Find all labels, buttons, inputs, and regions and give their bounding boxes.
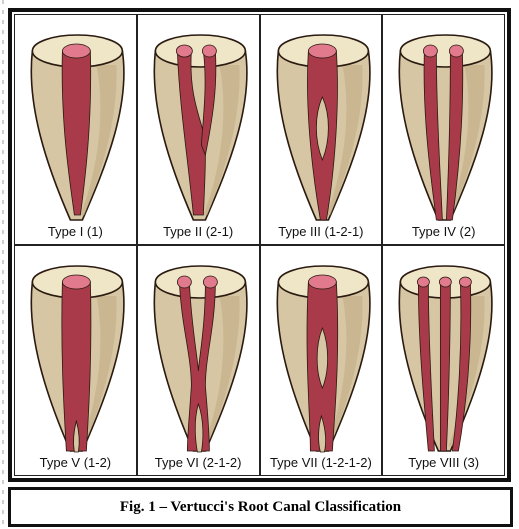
panel-type-4: Type IV (2) [382, 14, 505, 245]
tooth-drawing [154, 35, 247, 220]
panel-label: Type V (1-2) [15, 455, 136, 470]
panel-type-3: Type III (1-2-1) [260, 14, 383, 245]
canal-orifice [62, 275, 90, 289]
tooth-drawing [277, 35, 370, 220]
tooth-illustration [261, 246, 384, 477]
tooth-drawing [31, 35, 124, 220]
tooth-illustration [383, 246, 506, 477]
tooth-drawing [277, 266, 370, 452]
figure-caption: Fig. 1 – Vertucci's Root Canal Classific… [11, 499, 510, 516]
tooth-illustration [15, 246, 138, 477]
canal-orifice [177, 276, 191, 288]
panel-type-5: Type V (1-2) [14, 245, 137, 476]
tooth-illustration [261, 15, 384, 246]
canal-orifice [62, 44, 90, 58]
canal-orifice [418, 277, 430, 287]
panel-label: Type II (2-1) [138, 224, 259, 239]
panel-type-2: Type II (2-1) [137, 14, 260, 245]
panel-type-8: Type VIII (3) [382, 245, 505, 476]
panel-label: Type IV (2) [383, 224, 504, 239]
classification-grid: Type I (1)Type II (2-1)Type III (1-2-1)T… [14, 14, 505, 476]
canal-orifice [176, 45, 192, 57]
canal-orifice [440, 277, 452, 287]
crown-surface [155, 35, 245, 67]
figure-frame: Type I (1)Type II (2-1)Type III (1-2-1)T… [8, 8, 511, 482]
panel-label: Type VIII (3) [383, 455, 504, 470]
tooth-illustration [383, 15, 506, 246]
panel-label: Type III (1-2-1) [261, 224, 382, 239]
panel-type-7: Type VII (1-2-1-2) [260, 245, 383, 476]
panel-type-1: Type I (1) [14, 14, 137, 245]
canal-orifice [203, 276, 217, 288]
canal-orifice [202, 45, 216, 57]
panel-label: Type VI (2-1-2) [138, 455, 259, 470]
caption-box: Fig. 1 – Vertucci's Root Canal Classific… [8, 487, 513, 527]
canal-orifice [460, 277, 472, 287]
canal-orifice [450, 45, 464, 57]
tooth-drawing [154, 266, 247, 452]
tooth-drawing [400, 35, 493, 220]
tooth-drawing [400, 266, 493, 451]
canal-orifice [424, 45, 438, 57]
crown-surface [401, 35, 491, 67]
crown-surface [155, 266, 245, 298]
canal-orifice [308, 275, 336, 289]
tooth-drawing [31, 266, 124, 452]
canal-orifice [308, 44, 336, 58]
tooth-illustration [138, 15, 261, 246]
tooth-illustration [15, 15, 138, 246]
tooth-illustration [138, 246, 261, 477]
panel-label: Type I (1) [15, 224, 136, 239]
panel-type-6: Type VI (2-1-2) [137, 245, 260, 476]
panel-label: Type VII (1-2-1-2) [261, 455, 382, 470]
